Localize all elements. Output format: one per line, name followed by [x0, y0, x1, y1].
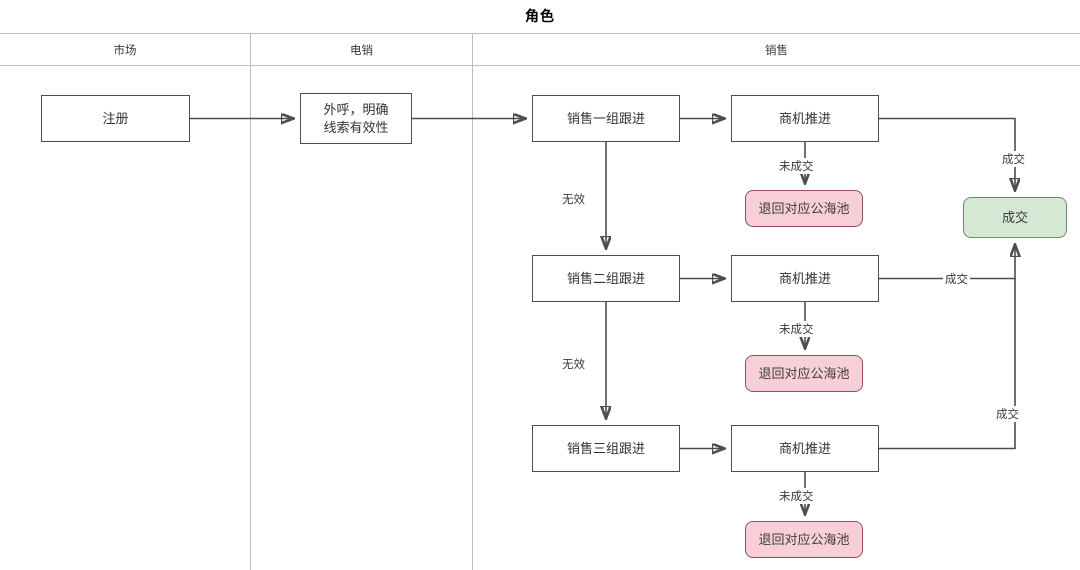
edge-label-not-closed-3: 未成交 [777, 488, 816, 504]
edge-opp1-to-deal [879, 117, 1015, 191]
edge-label-invalid-2: 无效 [560, 356, 587, 372]
node-opportunity-1[interactable]: 商机推进 [731, 95, 879, 142]
edge-label-invalid-1: 无效 [560, 191, 587, 207]
node-return-pool-1[interactable]: 退回对应公海池 [745, 190, 863, 227]
edge-label-not-closed-2: 未成交 [777, 321, 816, 337]
edge-label-closed-1: 成交 [1000, 151, 1027, 167]
swimlane-divider-1 [250, 66, 251, 570]
node-return-pool-2[interactable]: 退回对应公海池 [745, 355, 863, 392]
node-sales-group-1[interactable]: 销售一组跟进 [532, 95, 680, 142]
swimlane-header-sales: 销售 [472, 34, 1080, 65]
node-opportunity-2[interactable]: 商机推进 [731, 255, 879, 302]
edge-label-closed-3: 成交 [994, 406, 1021, 422]
node-register[interactable]: 注册 [41, 95, 190, 142]
node-sales-group-3[interactable]: 销售三组跟进 [532, 425, 680, 472]
edge-opp3-to-deal [879, 278, 1016, 450]
edge-label-not-closed-1: 未成交 [777, 158, 816, 174]
node-opportunity-3[interactable]: 商机推进 [731, 425, 879, 472]
swimlane-header-telesales: 电销 [250, 34, 472, 65]
page-title: 角色 [525, 8, 555, 24]
edge-label-closed-2: 成交 [943, 271, 970, 287]
node-return-pool-3[interactable]: 退回对应公海池 [745, 521, 863, 558]
node-deal-closed[interactable]: 成交 [963, 197, 1067, 238]
node-outbound-call[interactable]: 外呼，明确 线索有效性 [300, 93, 412, 144]
swimlane-header-market: 市场 [113, 44, 137, 57]
swimlane-header-row: 市场 电销 销售 [0, 33, 1080, 66]
node-sales-group-2[interactable]: 销售二组跟进 [532, 255, 680, 302]
swimlane-divider-2 [472, 66, 473, 570]
